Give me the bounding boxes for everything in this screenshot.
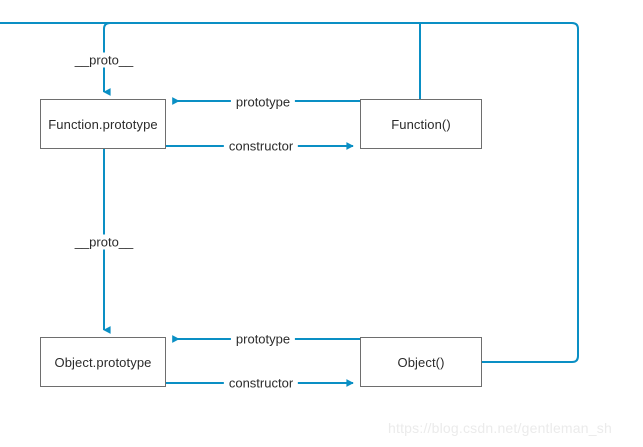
edge-object-ctor-rail — [0, 22, 579, 363]
edge-label-function-prototype-proto: __proto__ — [69, 234, 139, 250]
edge-label-object-prototype-link: prototype — [230, 331, 296, 347]
edge-label-object-constructor-link: constructor — [223, 375, 299, 391]
node-function-prototype-label: Function.prototype — [48, 116, 158, 132]
edge-label-function-constructor-link: constructor — [223, 138, 299, 154]
node-object-constructor-label: Object() — [397, 354, 445, 370]
edge-label-function-prototype-link: prototype — [230, 94, 296, 110]
edge-label-function-ctor-proto: __proto__ — [69, 52, 139, 68]
edge-function-ctor-proto-rail — [103, 22, 420, 96]
node-function-constructor-label: Function() — [391, 116, 451, 132]
node-function-prototype[interactable]: Function.prototype — [40, 99, 166, 149]
node-function-constructor[interactable]: Function() — [360, 99, 482, 149]
watermark: https://blog.csdn.net/gentleman_sh — [388, 420, 612, 436]
node-object-prototype[interactable]: Object.prototype — [40, 337, 166, 387]
node-object-constructor[interactable]: Object() — [360, 337, 482, 387]
node-object-prototype-label: Object.prototype — [54, 354, 152, 370]
